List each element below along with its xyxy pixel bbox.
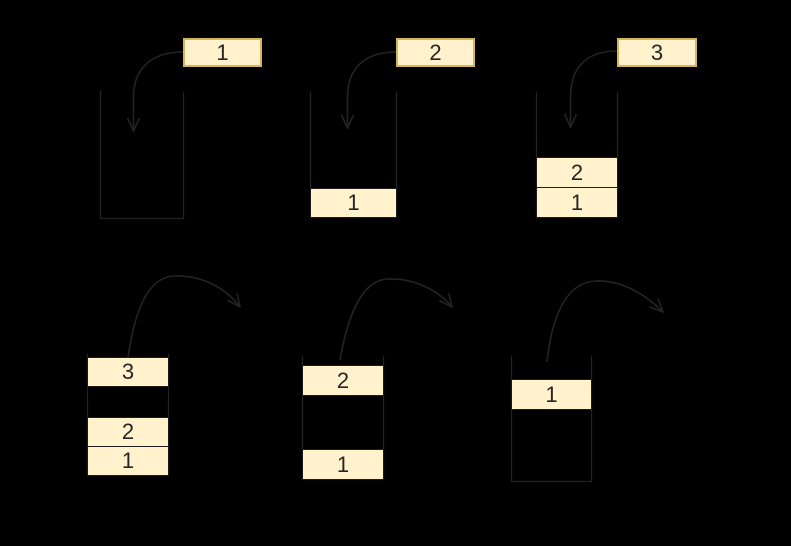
container-outline-pop-1 bbox=[510, 355, 593, 483]
push-arrow-2 bbox=[348, 51, 397, 128]
push-arrow-1 bbox=[134, 51, 184, 131]
box-value-label: 1 bbox=[121, 448, 135, 473]
box-value-label: 1 bbox=[336, 451, 350, 477]
popping-value-box-2: 2 bbox=[302, 365, 384, 396]
pop-arrow-2 bbox=[339, 278, 452, 361]
box-value-label: 2 bbox=[570, 159, 584, 185]
box-value-label: 3 bbox=[121, 359, 135, 384]
box-value-label: 2 bbox=[336, 367, 350, 393]
box-value-label: 1 bbox=[570, 189, 584, 215]
stack-box: 2 bbox=[87, 417, 169, 447]
push-arrow-3 bbox=[571, 50, 618, 127]
pop-arrow-3 bbox=[127, 275, 240, 358]
box-value-label: 2 bbox=[121, 419, 135, 444]
stack-box: 1 bbox=[302, 449, 384, 480]
incoming-value-box-2: 2 bbox=[396, 38, 475, 67]
stack-box: 1 bbox=[310, 188, 397, 218]
pop-arrow-1 bbox=[546, 280, 663, 363]
container-outline-push-1 bbox=[99, 90, 185, 220]
stack-box: 1 bbox=[87, 446, 169, 476]
incoming-value-box-1: 1 bbox=[183, 38, 262, 67]
popping-value-box-1: 1 bbox=[511, 379, 592, 410]
popping-value-box-3: 3 bbox=[87, 357, 169, 387]
incoming-value-box-3: 3 bbox=[617, 38, 697, 67]
stack-box: 2 bbox=[536, 157, 618, 188]
stack-box: 1 bbox=[536, 187, 618, 218]
box-value-label: 1 bbox=[216, 39, 229, 65]
box-value-label: 3 bbox=[650, 39, 664, 65]
box-value-label: 1 bbox=[347, 190, 360, 215]
box-value-label: 1 bbox=[545, 381, 558, 407]
box-value-label: 2 bbox=[429, 39, 442, 65]
